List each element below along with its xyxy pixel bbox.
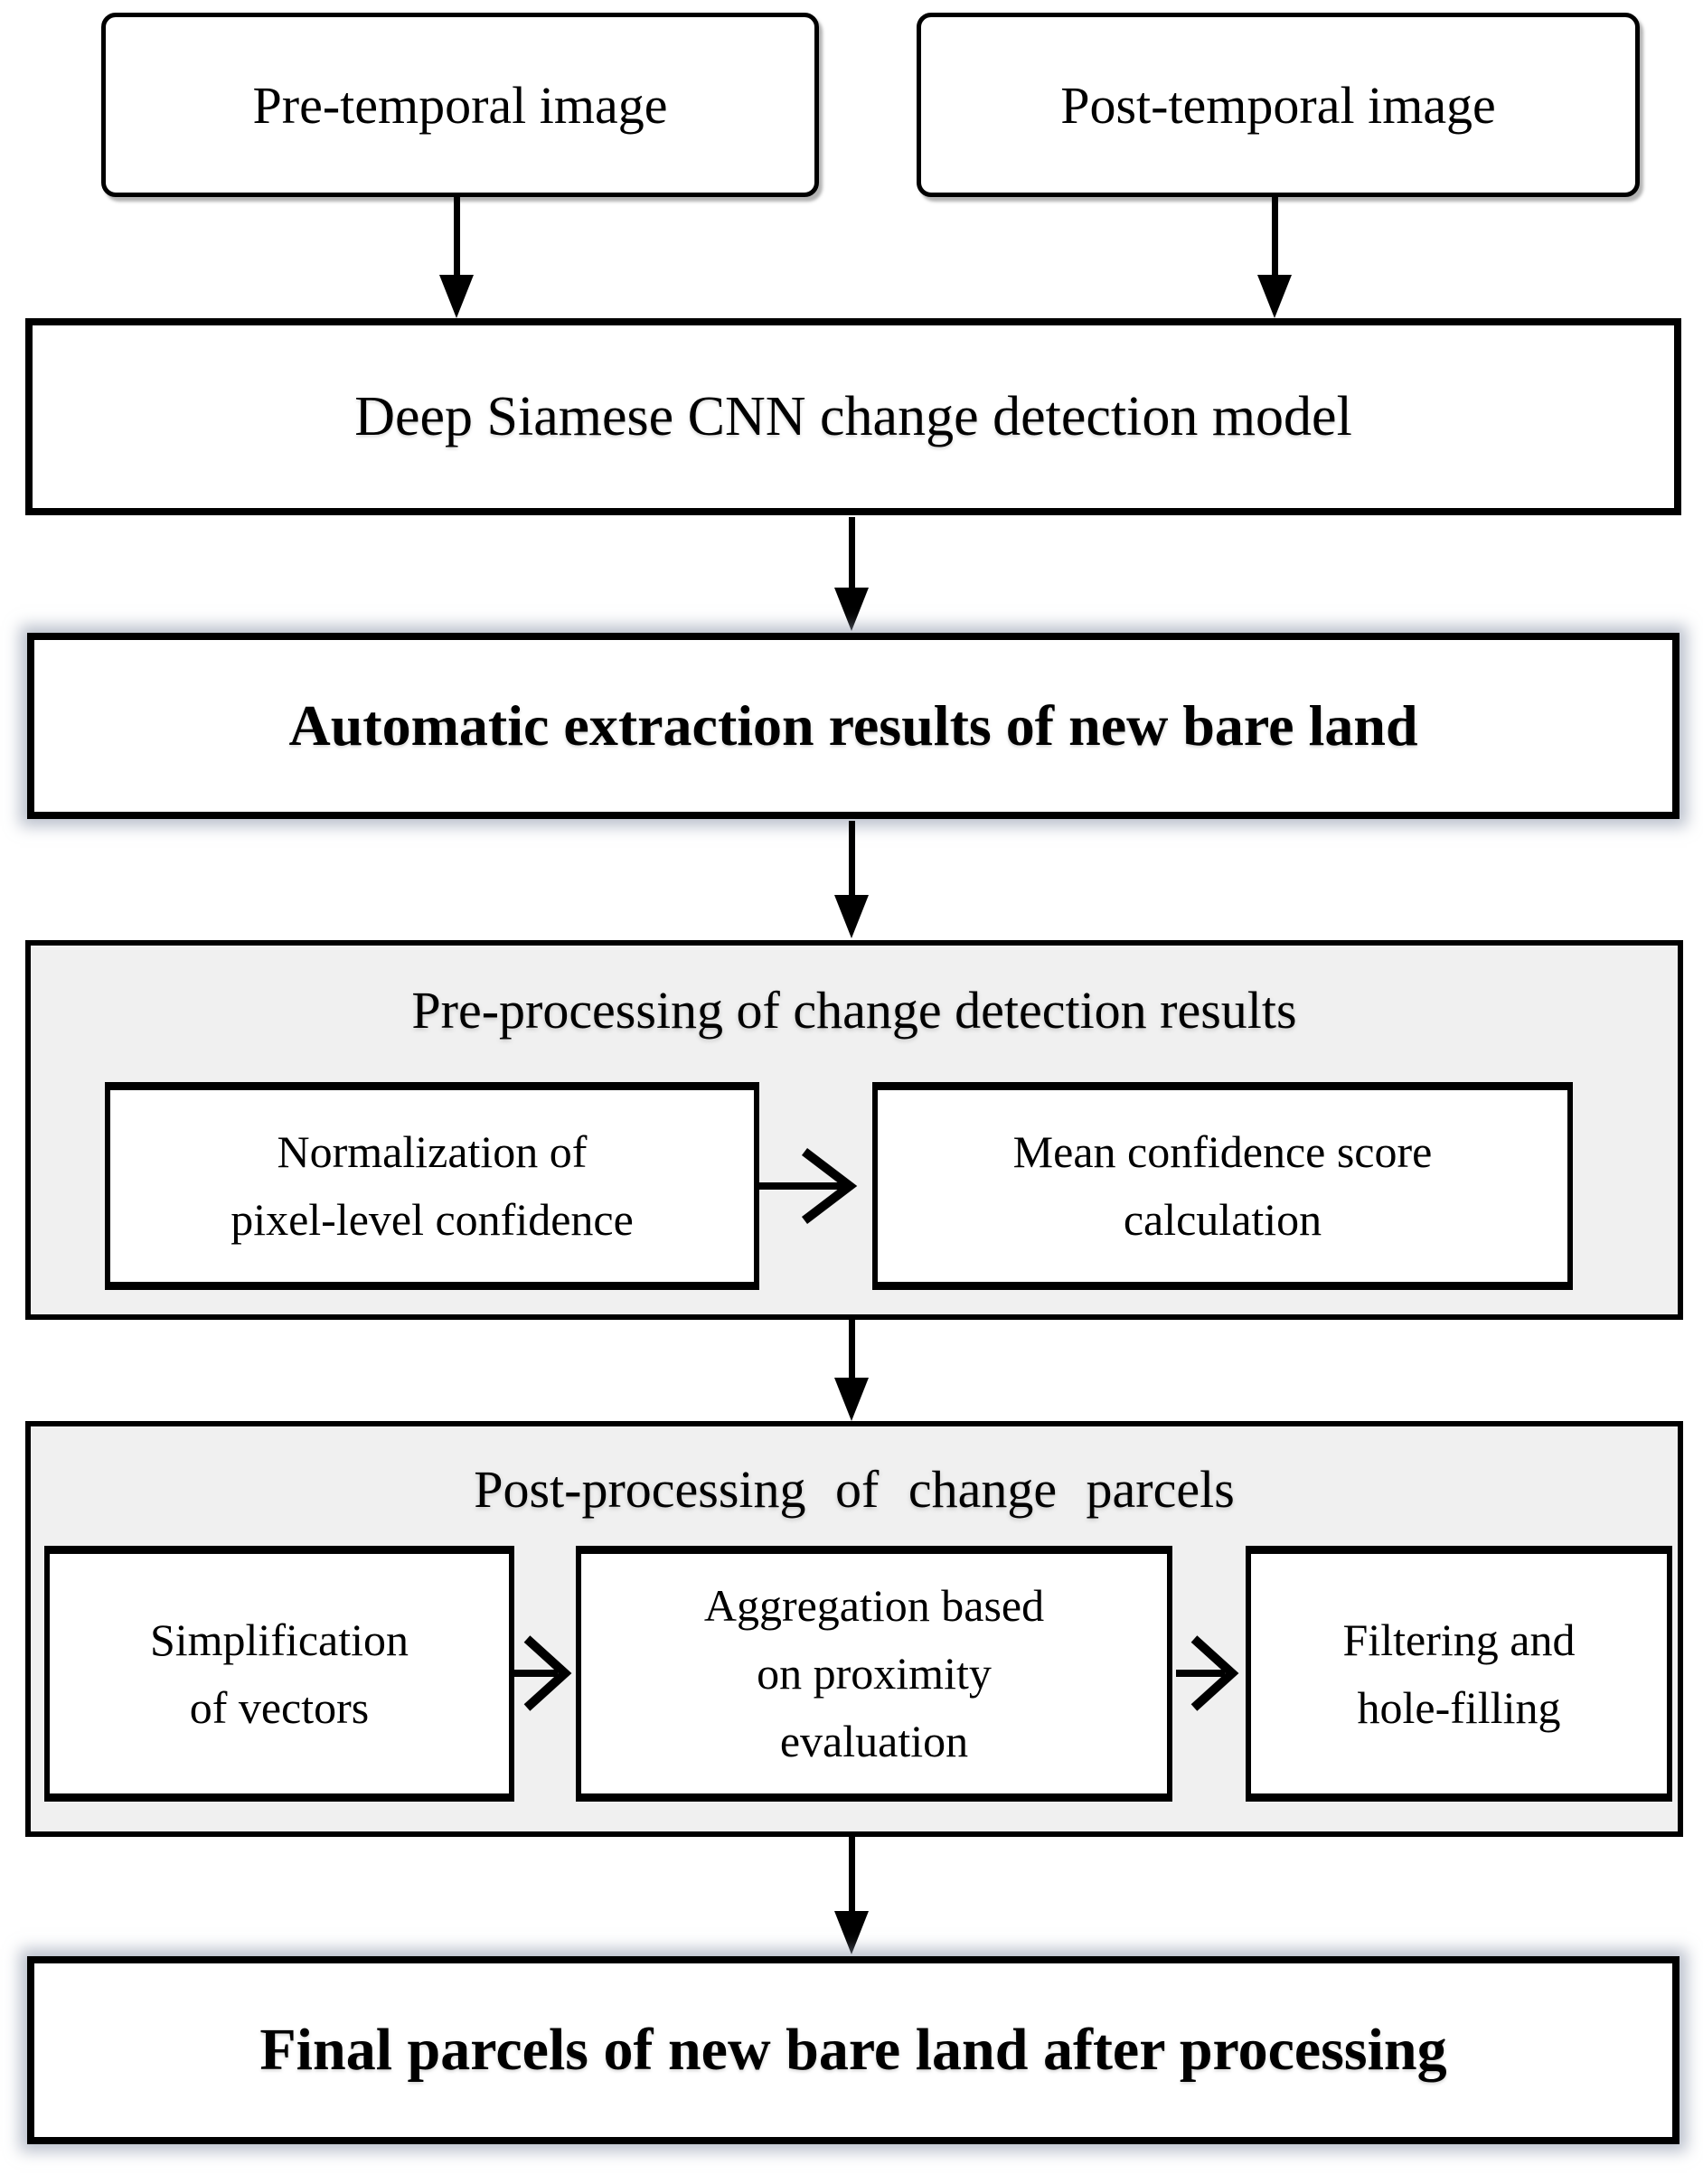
arrow-postprocessing-to-final: [834, 1837, 869, 1954]
arrow-stem: [848, 1837, 855, 1915]
node-pre-temporal-image-label: Pre-temporal image: [252, 75, 668, 135]
node-post-temporal-image-label: Post-temporal image: [1060, 75, 1496, 135]
arrow-head-icon: [834, 1378, 869, 1421]
arrow-stem: [848, 517, 855, 591]
arrow-simplification-to-aggregation: [514, 1632, 578, 1715]
arrow-stem: [1271, 197, 1278, 278]
arrow-head-icon: [1257, 275, 1292, 318]
node-siamese-cnn-model: Deep Siamese CNN change detection model: [25, 318, 1681, 515]
arrow-post-temporal-to-model: [1257, 197, 1292, 318]
step-simplification: Simplification of vectors: [44, 1546, 514, 1802]
arrow-stem: [848, 821, 855, 899]
arrow-head-icon: [834, 588, 869, 631]
node-final-parcels: Final parcels of new bare land after pro…: [27, 1956, 1679, 2144]
step-normalization: Normalization of pixel-level confidence: [105, 1082, 759, 1290]
step-filtering: Filtering and hole-filling: [1246, 1546, 1672, 1802]
node-pre-temporal-image: Pre-temporal image: [101, 13, 819, 197]
arrow-right-icon: [514, 1635, 572, 1711]
arrow-model-to-extraction: [834, 517, 869, 631]
group-postprocessing-title: Post-processing of change parcels: [474, 1460, 1235, 1519]
node-automatic-extraction-results-label: Automatic extraction results of new bare…: [288, 693, 1418, 758]
node-automatic-extraction-results: Automatic extraction results of new bare…: [27, 633, 1679, 819]
step-mean-confidence: Mean confidence score calculation: [872, 1082, 1573, 1290]
node-siamese-cnn-model-label: Deep Siamese CNN change detection model: [354, 385, 1352, 447]
arrow-preprocessing-to-postprocessing: [834, 1320, 869, 1421]
arrow-normalization-to-mean: [754, 1144, 872, 1228]
arrow-pre-temporal-to-model: [439, 197, 474, 318]
group-preprocessing: Pre-processing of change detection resul…: [25, 940, 1683, 1320]
group-preprocessing-title: Pre-processing of change detection resul…: [411, 981, 1297, 1040]
arrow-extraction-to-preprocessing: [834, 821, 869, 938]
arrow-right-icon: [1176, 1635, 1239, 1711]
arrow-head-icon: [439, 275, 474, 318]
arrow-head-icon: [834, 895, 869, 938]
arrow-stem: [453, 197, 460, 278]
arrow-right-icon: [754, 1148, 858, 1224]
arrow-head-icon: [834, 1911, 869, 1954]
arrow-aggregation-to-filtering: [1176, 1632, 1247, 1715]
node-post-temporal-image: Post-temporal image: [917, 13, 1640, 197]
step-aggregation: Aggregation based on proximity evaluatio…: [576, 1546, 1172, 1802]
arrow-stem: [848, 1320, 855, 1381]
group-postprocessing: Post-processing of change parcels Simpli…: [25, 1421, 1683, 1837]
node-final-parcels-label: Final parcels of new bare land after pro…: [259, 2017, 1447, 2083]
